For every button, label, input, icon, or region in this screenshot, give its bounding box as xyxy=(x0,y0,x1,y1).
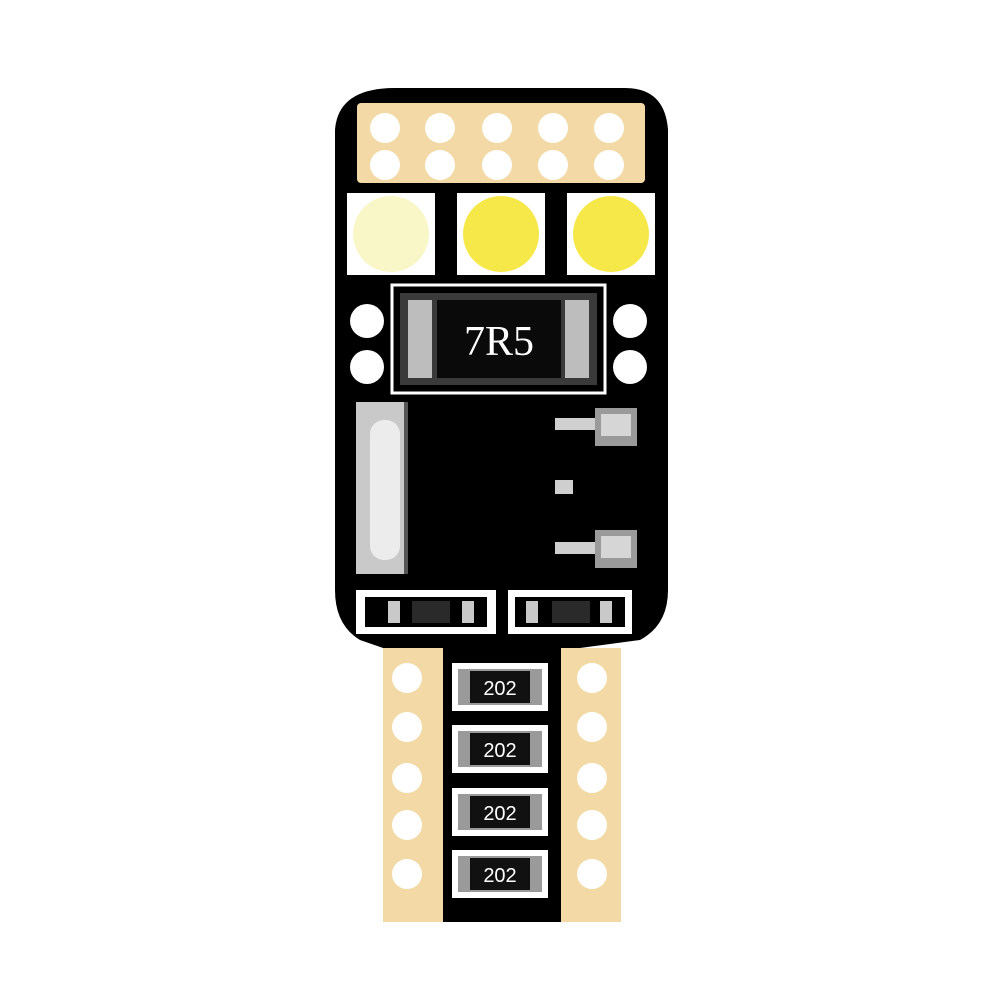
smd-resistor-3-label: 202 xyxy=(483,803,516,825)
smd-led-3 xyxy=(567,193,655,275)
smd-led-1 xyxy=(347,193,435,275)
smd-resistor-1: 202 xyxy=(452,663,548,711)
smd-resistor-4: 202 xyxy=(452,850,548,898)
smd-resistor-2: 202 xyxy=(452,725,548,773)
top-via-holes xyxy=(370,113,624,180)
smd-resistor-1-label: 202 xyxy=(483,678,516,700)
diode-left xyxy=(356,590,496,634)
smd-led-2 xyxy=(457,193,545,275)
smd-resistor-4-label: 202 xyxy=(483,865,516,887)
smd-resistor-3: 202 xyxy=(452,788,548,836)
diode-right xyxy=(508,590,632,634)
regulator-chip xyxy=(356,402,640,574)
smd-resistor-2-label: 202 xyxy=(483,740,516,762)
right-leg-pad xyxy=(561,648,621,922)
side-vias xyxy=(350,304,647,384)
main-resistor-label: 7R5 xyxy=(464,319,534,365)
main-resistor: 7R5 xyxy=(390,283,607,395)
left-leg-pad xyxy=(383,648,443,922)
